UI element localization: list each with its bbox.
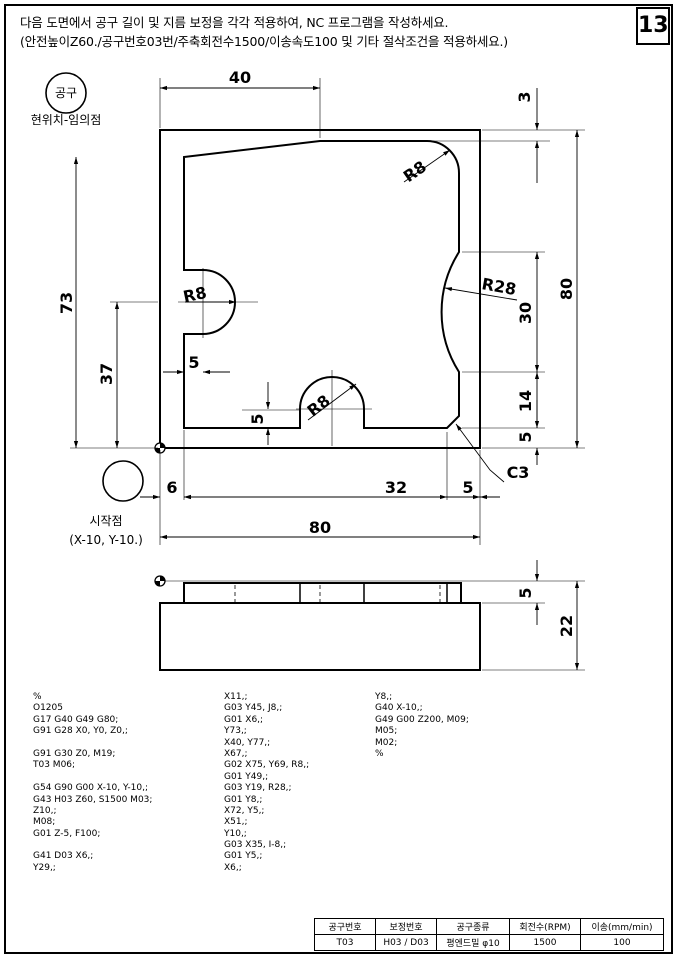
dim-arc-span: 30 — [516, 302, 535, 324]
program-line: % — [33, 692, 42, 702]
program-line: X6,; — [224, 862, 242, 873]
program-line: G03 X35, I-8,; — [224, 840, 287, 851]
table-header-cell: 회전수(RPM) — [509, 918, 581, 935]
program-line: G03 Y45, J8,; — [224, 703, 283, 714]
problem-number: 13 — [636, 7, 670, 45]
program-line: X67,; — [224, 748, 248, 759]
program-line: Y10,; — [224, 828, 247, 839]
dim-arc-to-bottom: 14 — [516, 390, 535, 412]
tool-circle-icon — [45, 72, 87, 114]
table-header-cell: 공구번호 — [314, 918, 376, 935]
dim-offset-left: 6 — [166, 478, 177, 497]
program-line: G54 G90 G00 X-10, Y-10,; — [33, 783, 149, 794]
dim-height-left: 73 — [57, 292, 76, 314]
dim-top-step: 3 — [515, 91, 534, 102]
program-column-2: X11,; G03 Y45, J8,; G01 X6,; Y73,; X40, … — [224, 692, 309, 874]
cutting-conditions-table: 공구번호 보정번호 공구종류 회전수(RPM) 이송(mm/min) T03 H… — [314, 918, 664, 951]
program-line — [33, 738, 152, 749]
program-line: G01 Z-5, F100; — [33, 828, 101, 839]
drawing-sheet — [4, 4, 673, 954]
origin-icon — [154, 442, 166, 454]
dim-radius-notch-left: R8 — [181, 283, 208, 306]
program-line: Y8,; — [375, 692, 393, 702]
program-line: G02 X75, Y69, R8,; — [224, 760, 310, 771]
program-line: G01 Y5,; — [224, 851, 263, 862]
program-line: G41 D03 X6,; — [33, 851, 94, 862]
start-point-circle-icon — [102, 460, 144, 502]
dim-bottom-gap: 5 — [516, 431, 535, 442]
program-line: Z10,; — [33, 805, 57, 816]
start-point-coords: (X-10, Y-10.) — [69, 533, 143, 547]
dim-top-width: 40 — [229, 68, 251, 87]
program-line: G01 Y8,; — [224, 794, 263, 805]
program-line: % — [375, 748, 384, 759]
table-row: T03 H03 / D03 평엔드밀 φ10 1500 100 — [314, 934, 664, 951]
dim-notch-width: 5 — [188, 353, 199, 372]
instruction-line-2: (안전높이Z60./공구번호03번/주축회전수1500/이송속도100 및 기타… — [20, 34, 508, 49]
table-header-cell: 이송(mm/min) — [580, 918, 664, 935]
tool-position-label: 현위치-임의점 — [31, 113, 102, 127]
dim-slot-wall: 5 — [248, 413, 267, 424]
dim-side-depth: 5 — [516, 587, 535, 598]
start-point-label: 시작점 — [89, 514, 122, 528]
dim-height-right: 80 — [557, 278, 576, 300]
program-line: X51,; — [224, 817, 248, 828]
tool-marker: 공구 현위치-임의점 — [31, 72, 102, 127]
program-line: O1205 — [33, 703, 63, 714]
side-origin-icon — [154, 575, 166, 587]
program-line: M08; — [33, 817, 56, 828]
tool-circle-label: 공구 — [55, 86, 77, 100]
table-header-row: 공구번호 보정번호 공구종류 회전수(RPM) 이송(mm/min) — [314, 918, 664, 935]
table-cell: H03 / D03 — [375, 934, 437, 951]
program-line: G40 X-10,; — [375, 703, 423, 714]
program-line: X40, Y77,; — [224, 737, 271, 748]
program-line: G01 Y49,; — [224, 771, 269, 782]
extension-lines — [70, 78, 585, 545]
table-header-cell: 공구종류 — [436, 918, 510, 935]
program-line: G17 G40 G49 G80; — [33, 714, 119, 725]
program-line: X72, Y5,; — [224, 805, 265, 816]
instruction-line-1: 다음 도면에서 공구 길이 및 지름 보정을 각각 적용하여, NC 프로그램을… — [20, 15, 449, 30]
program-line: G43 H03 Z60, S1500 M03; — [33, 794, 153, 805]
side-view-boss — [183, 582, 462, 603]
dim-radius-notch-bottom: R8 — [304, 391, 334, 420]
side-view: 5 22 — [154, 560, 585, 671]
program-line: G91 G28 X0, Y0, Z0,; — [33, 726, 128, 737]
program-line: G03 Y19, R28,; — [224, 783, 292, 794]
program-line: G49 G00 Z200, M09; — [375, 714, 469, 725]
program-line: Y73,; — [224, 726, 247, 737]
dim-gap-5: 5 — [462, 478, 473, 497]
part-contour — [183, 140, 460, 429]
dim-height-notch: 37 — [97, 363, 116, 385]
dim-side-height: 22 — [557, 615, 576, 637]
start-point-marker: 시작점 (X-10, Y-10.) — [69, 460, 144, 547]
program-line: G01 X6,; — [224, 714, 264, 725]
program-column-3: Y8,; G40 X-10,; G49 G00 Z200, M09; M05; … — [375, 692, 469, 760]
program-line — [33, 772, 152, 783]
dimension-lines — [73, 85, 580, 540]
table-cell: 평엔드밀 φ10 — [436, 934, 510, 951]
program-line: T03 M06; — [33, 760, 76, 771]
dim-width-total: 80 — [309, 518, 331, 537]
program-line: Y29,; — [33, 862, 56, 873]
table-cell: T03 — [314, 934, 376, 951]
dim-chamfer: C3 — [507, 463, 530, 482]
program-line: X11,; — [224, 692, 248, 702]
dim-length-32: 32 — [385, 478, 407, 497]
program-line — [33, 840, 152, 851]
program-line: M02; — [375, 737, 398, 748]
table-header-cell: 보정번호 — [375, 918, 437, 935]
centerlines — [178, 268, 372, 446]
table-cell: 100 — [580, 934, 664, 951]
side-view-body — [159, 602, 481, 671]
program-line: M05; — [375, 726, 398, 737]
table-cell: 1500 — [509, 934, 581, 951]
program-column-1: % O1205 G17 G40 G49 G80; G91 G28 X0, Y0,… — [33, 692, 152, 874]
program-line: G91 G30 Z0, M19; — [33, 748, 116, 759]
